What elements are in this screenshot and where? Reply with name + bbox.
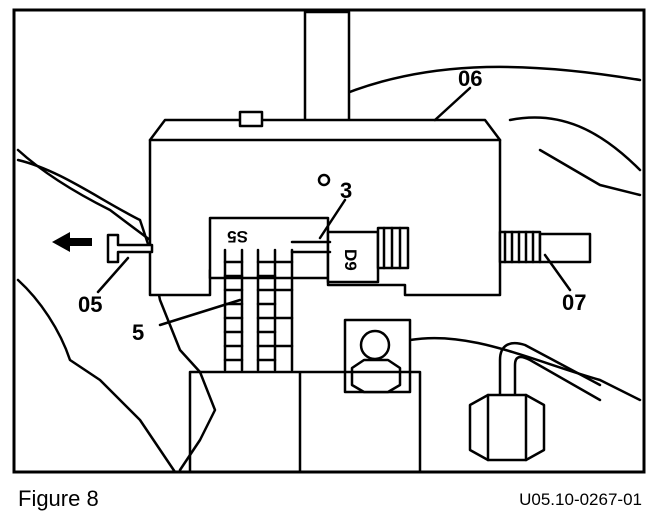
callout-06: 06 — [458, 66, 482, 91]
leader-3 — [318, 198, 347, 240]
background-contour-left — [16, 148, 177, 474]
hand-outline — [16, 158, 217, 472]
push-rod — [290, 240, 332, 254]
figure-border — [12, 8, 646, 474]
callout-07: 07 — [562, 290, 586, 315]
housing-base — [188, 370, 422, 474]
hex-nut-lower — [350, 358, 402, 394]
brake-line — [498, 341, 602, 402]
pin-05 — [106, 233, 154, 264]
lower-right-contour — [408, 336, 642, 402]
chain-window — [208, 216, 330, 280]
callout-3: 3 — [340, 178, 352, 203]
leader-05 — [96, 256, 130, 294]
block-hole — [317, 173, 331, 187]
hex-nut-right — [468, 393, 546, 462]
leader-5 — [158, 298, 242, 327]
chain-5 — [223, 248, 294, 372]
direction-arrow-icon — [52, 232, 92, 252]
press-ram — [303, 10, 351, 139]
figure-code: U05.10-0267-01 — [519, 490, 642, 509]
callout-05: 05 — [78, 292, 102, 317]
callout-5: 5 — [132, 320, 144, 345]
leader-06 — [433, 86, 472, 122]
stamp-right: D9 — [341, 249, 360, 271]
top-knob — [238, 110, 264, 128]
background-contour-right — [508, 116, 642, 197]
figure-caption: Figure 8 — [18, 486, 99, 511]
stamp-left: S5 — [227, 227, 248, 246]
leader-07 — [543, 253, 572, 292]
background-contour-top-right — [328, 65, 642, 102]
